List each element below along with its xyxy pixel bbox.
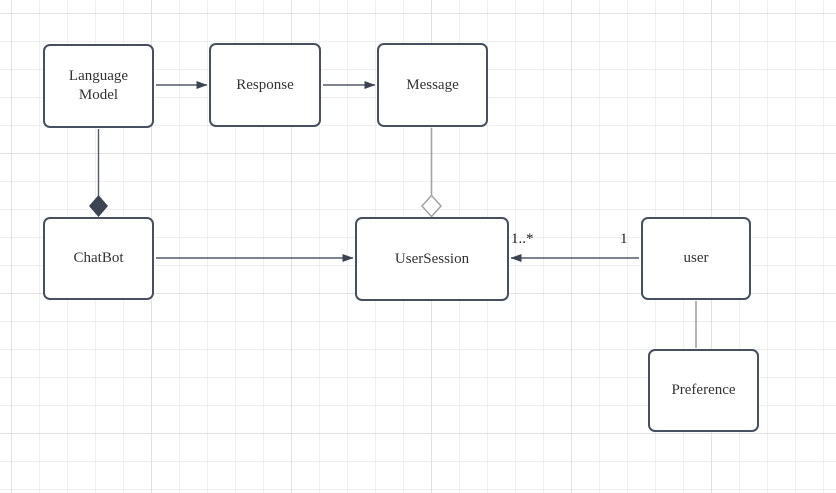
node-label: user	[683, 250, 709, 266]
node-language-model[interactable]: Language Model	[43, 44, 154, 128]
node-preference[interactable]: Preference	[648, 349, 759, 432]
node-usersession[interactable]: UserSession	[355, 217, 509, 301]
node-user[interactable]: user	[641, 217, 751, 300]
node-chatbot[interactable]: ChatBot	[43, 217, 154, 300]
node-label: ChatBot	[73, 250, 124, 266]
node-label: Preference	[671, 382, 736, 398]
node-label: Response	[236, 76, 294, 93]
node-response[interactable]: Response	[209, 43, 321, 127]
multiplicity-label-usersession[interactable]: 1..*	[511, 231, 534, 247]
aggregation-diamond-icon[interactable]	[420, 194, 443, 218]
multiplicity-label-user[interactable]: 1	[620, 231, 628, 247]
node-label: UserSession	[394, 250, 470, 267]
node-label: Message	[406, 76, 459, 93]
node-label: Language Model	[68, 68, 129, 103]
composition-diamond-icon[interactable]	[89, 195, 108, 217]
node-message[interactable]: Message	[377, 43, 488, 127]
